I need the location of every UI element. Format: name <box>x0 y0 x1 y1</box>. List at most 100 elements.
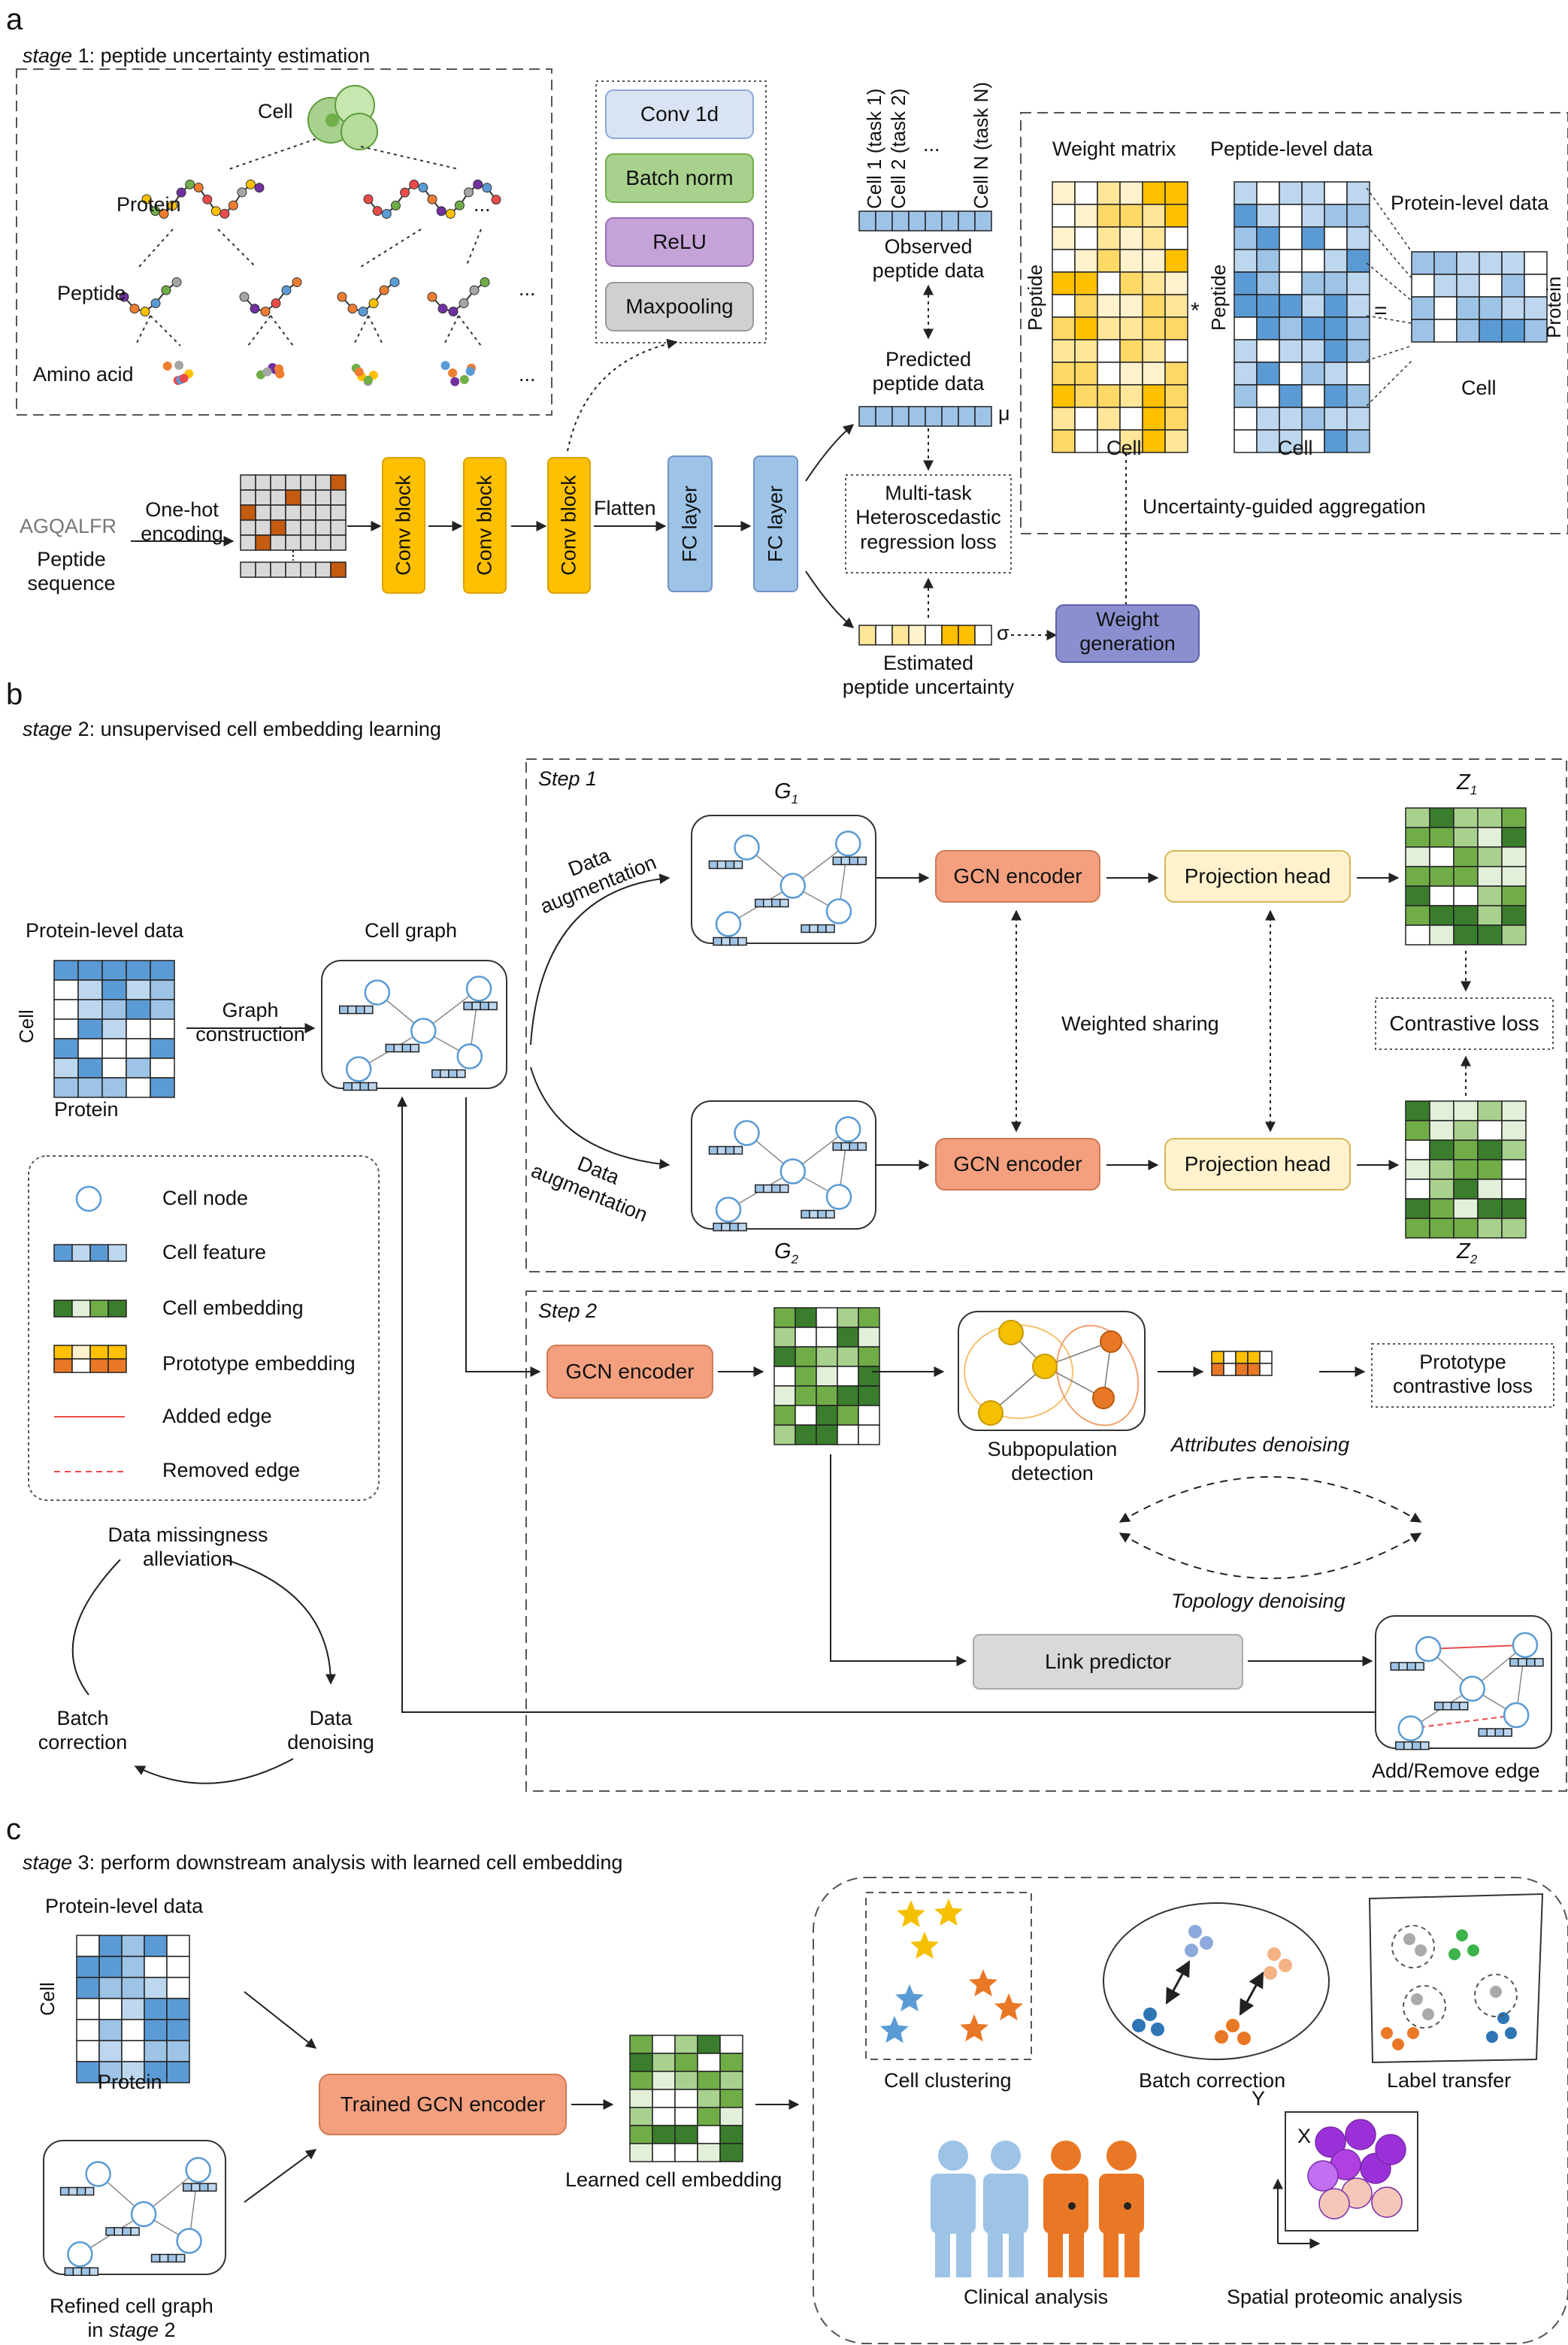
projection-head-label-1: Projection head <box>1184 864 1331 888</box>
legend-frame <box>28 1155 380 1501</box>
fc-layer-1[interactable]: FC layer <box>667 455 713 592</box>
grid-cell <box>816 1327 838 1348</box>
grid-cell <box>1301 226 1325 250</box>
grid-cell <box>330 519 347 536</box>
grid-cell <box>1142 294 1166 318</box>
grid-cell <box>300 534 316 551</box>
conv-block-3[interactable]: Conv block <box>547 457 591 594</box>
grid-cell <box>1301 181 1325 205</box>
grid-cell <box>121 2019 145 2041</box>
batch-dot <box>1200 1936 1213 1950</box>
feature-bar <box>832 856 867 866</box>
grid-cell <box>719 2107 743 2126</box>
grid-cell <box>1074 384 1098 408</box>
protein-chain-icons <box>119 179 501 386</box>
label-dot <box>1490 1986 1502 1998</box>
grid-cell <box>1234 294 1258 318</box>
grid-cell <box>1346 204 1370 228</box>
grid-cell <box>1405 1139 1430 1160</box>
grid-cell <box>330 504 347 521</box>
grid-cell <box>1074 249 1098 273</box>
peptide-level-matrix <box>1234 181 1370 453</box>
grid-cell <box>1324 181 1348 205</box>
grid-cell <box>144 2019 168 2041</box>
grid-cell <box>1324 407 1348 431</box>
task-label-1: Cell 1 (task 1) <box>863 88 885 209</box>
feature-bar <box>708 860 743 870</box>
projection-head-box-2[interactable] <box>1164 1138 1351 1191</box>
grid-cell <box>1494 1728 1504 1737</box>
grid-cell <box>121 1998 145 2020</box>
feature-bar <box>708 1145 743 1155</box>
label-dot <box>1392 2038 1404 2050</box>
projection-head-box-1[interactable] <box>1164 850 1351 903</box>
trained-gcn-encoder-box[interactable] <box>319 2074 567 2135</box>
grid-cell <box>891 406 910 427</box>
feature-bar <box>59 2186 95 2196</box>
grid-cell <box>716 1145 727 1155</box>
grid-cell <box>339 1005 349 1015</box>
subpopulation-label: Subpopulation detection <box>987 1438 1118 1485</box>
clinical-analysis-label: Clinical analysis <box>964 2286 1109 2308</box>
conv-block-2[interactable]: Conv block <box>463 457 507 594</box>
grid-cell <box>1234 204 1258 228</box>
grid-cell <box>1324 339 1348 363</box>
grid-cell <box>1097 204 1121 228</box>
grid-cell <box>77 960 103 981</box>
grid-cell <box>1279 339 1303 363</box>
grid-cell <box>84 2186 95 2196</box>
gcn-encoder-box-2[interactable] <box>935 1138 1100 1191</box>
grid-cell <box>1411 319 1435 343</box>
grid-cell <box>144 1998 168 2020</box>
legend-prototype-icon-row1 <box>53 1345 127 1360</box>
grid-cell <box>1211 1363 1224 1376</box>
grid-cell <box>1346 339 1370 363</box>
grid-cell <box>401 1043 412 1053</box>
star-yellow-1 <box>896 1900 926 1928</box>
grid-cell <box>763 1184 773 1194</box>
peptide-2 <box>239 277 302 316</box>
link-predictor-label: Link predictor <box>1044 1650 1172 1673</box>
gcn-encoder-box-3[interactable] <box>546 1345 713 1399</box>
fc-layer-2[interactable]: FC layer <box>753 455 798 592</box>
augmented-graph-1 <box>691 815 876 946</box>
grid-cell <box>925 625 943 646</box>
observed-label: Observed peptide data <box>872 235 985 283</box>
weight-axis-peptide: Peptide <box>1024 264 1046 331</box>
grid-cell <box>1164 204 1188 228</box>
grid-cell <box>779 898 789 908</box>
grid-cell <box>53 1058 79 1079</box>
grid-cell <box>974 210 992 231</box>
grid-cell <box>1477 924 1503 946</box>
grid-cell <box>270 534 286 551</box>
grid-cell <box>330 561 347 578</box>
grid-cell <box>1256 316 1280 340</box>
link-predictor-box[interactable] <box>973 1634 1243 1690</box>
grid-cell <box>1477 827 1503 848</box>
grid-cell <box>1234 384 1258 408</box>
topology-denoising-label: Topology denoising <box>1171 1590 1346 1612</box>
z1-matrix <box>1405 807 1527 946</box>
grid-cell <box>837 1327 859 1348</box>
grid-cell <box>285 504 301 521</box>
hierarchy-dashed-lines <box>135 138 482 346</box>
grid-cell <box>816 1346 838 1367</box>
g1-label: G1 <box>774 779 799 806</box>
weight-generation-box[interactable] <box>1055 604 1200 663</box>
conv-block-1[interactable]: Conv block <box>382 457 425 594</box>
trained-gcn-encoder-label: Trained GCN encoder <box>340 2092 546 2116</box>
grid-cell <box>126 1018 151 1039</box>
b-protein-level-label: Protein-level data <box>26 919 184 942</box>
grid-cell <box>98 1935 123 1957</box>
grid-cell <box>1501 251 1525 275</box>
grid-cell <box>351 1082 361 1091</box>
grid-cell <box>144 2061 168 2083</box>
grid-cell <box>114 2227 123 2236</box>
cell-graph <box>321 960 507 1091</box>
gcn-encoder-box-1[interactable] <box>935 850 1100 903</box>
prototype-loss-label: Prototype contrastive loss <box>1392 1351 1533 1398</box>
grid-cell <box>1301 384 1325 408</box>
grid-cell <box>1346 226 1370 250</box>
grid-cell <box>1142 271 1166 295</box>
grid-cell <box>166 2019 190 2041</box>
